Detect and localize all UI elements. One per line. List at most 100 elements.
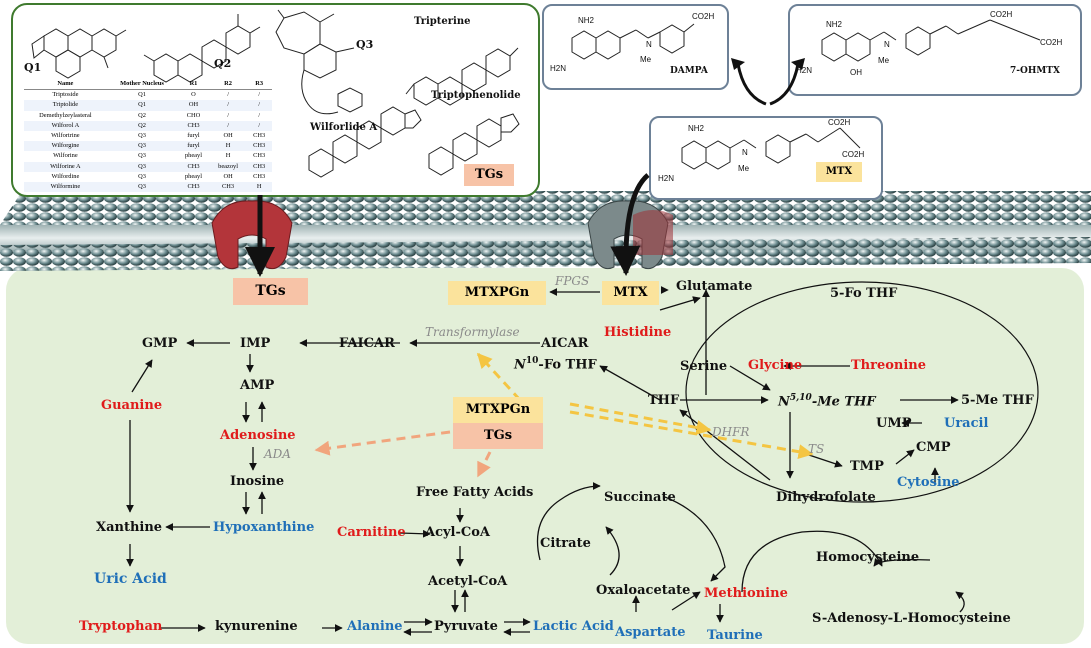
tg-table-header-cell: R1 xyxy=(177,79,210,91)
adenosine-label: Adenosine xyxy=(220,428,296,443)
tg-table-cell: / xyxy=(227,91,229,99)
tg-table-cell: Q3 xyxy=(138,152,146,160)
dampa-nh2: NH2 xyxy=(578,16,595,25)
q1-label: Q1 xyxy=(24,61,42,74)
lactic-label: Lactic Acid xyxy=(533,619,614,634)
tg-table-cell: furyl xyxy=(187,132,200,140)
q3-label: Q3 xyxy=(356,38,374,51)
cmp-label: CMP xyxy=(916,440,951,455)
transformylase-label: Transformylase xyxy=(425,325,520,339)
mtx-co2h-b: CO2H xyxy=(842,150,865,159)
ada-label: ADA xyxy=(264,447,291,461)
tg-table-cell: CH3 xyxy=(253,152,266,160)
thf-label: THF xyxy=(648,393,680,408)
carnitine-label: Carnitine xyxy=(337,525,406,540)
tmp-label: TMP xyxy=(850,459,884,474)
serine-label: Serine xyxy=(680,359,728,374)
dampa-me: Me xyxy=(640,55,652,64)
tgs-center-chip: TGs xyxy=(453,423,543,449)
tripterine-label: Tripterine xyxy=(414,16,471,27)
ohmtx-co2h-a: CO2H xyxy=(990,10,1013,19)
tg-table-cell: CHO xyxy=(186,111,201,119)
mtx-molecule-sketches xyxy=(571,19,1041,170)
tg-table-cell: H xyxy=(246,181,272,193)
dhfr-label: DHFR xyxy=(712,425,750,439)
pyruvate-label: Pyruvate xyxy=(434,619,498,634)
ohmtx-co2h-b: CO2H xyxy=(1040,38,1063,47)
tg-table-header-cell: Mother Nucleus xyxy=(106,79,178,91)
aspartate-label: Aspartate xyxy=(615,625,686,640)
dampa-box xyxy=(542,4,729,90)
guanine-label: Guanine xyxy=(101,398,163,413)
threonine-label: Threonine xyxy=(851,358,927,373)
tg-table-cell: CH3 xyxy=(246,161,272,172)
alanine-label: Alanine xyxy=(347,619,403,634)
ohmtx-label: 7-OHMTX xyxy=(1010,66,1060,76)
tg-table-cell: / xyxy=(209,100,247,111)
ohmtx-me: Me xyxy=(878,56,890,65)
me5-label: 5-Me THF xyxy=(961,393,1034,408)
kynurenine-label: kynurenine xyxy=(215,619,298,634)
tg-table-cell: CH3 xyxy=(253,172,266,180)
tg-table-cell: CH3 xyxy=(177,161,210,172)
tg-table-cell: furyl xyxy=(177,141,210,152)
tg-table-cell: / xyxy=(246,120,272,131)
glycine-label: Glycine xyxy=(748,358,803,373)
inosine-label: Inosine xyxy=(230,474,285,489)
tg-table-cell: Wilforol A xyxy=(24,120,107,131)
tg-table-cell: Q3 xyxy=(106,161,178,172)
tg-table-cell: CH3 xyxy=(177,181,210,193)
ffa-label: Free Fatty Acids xyxy=(416,485,534,500)
dampa-h2n: H2N xyxy=(550,64,567,73)
mtx-badge: MTX xyxy=(816,162,862,182)
tg-table-cell: Wilfortrine xyxy=(51,132,80,140)
mtx-n: N xyxy=(742,148,748,157)
tgs-panel-badge: TGs xyxy=(464,164,514,186)
imp-label: IMP xyxy=(240,336,271,351)
tg-table-cell: Wilforine A xyxy=(24,161,107,172)
n10-label: N10-Fo THF xyxy=(514,356,597,373)
tg-table-cell: OH xyxy=(177,100,210,111)
ohmtx-nh2: NH2 xyxy=(826,20,843,29)
tg-table-cell: Q3 xyxy=(106,181,178,193)
aicar-label: AICAR xyxy=(541,336,589,351)
oxaloacetate-label: Oxaloacetate xyxy=(596,583,691,598)
citrate-label: Citrate xyxy=(540,536,591,551)
acylcoa-label: Acyl-CoA xyxy=(425,525,490,540)
cytosine-label: Cytosine xyxy=(897,475,960,490)
tgs-membrane-chip: TGs xyxy=(233,278,308,305)
gmp-label: GMP xyxy=(142,336,178,351)
tg-table-cell: Q3 xyxy=(138,132,146,140)
tg-table-cell: / xyxy=(258,111,261,119)
homocysteine-label: Homocysteine xyxy=(816,550,920,565)
tg-table-cell: / xyxy=(227,111,229,119)
ohmtx-oh: OH xyxy=(850,68,862,77)
faicar-label: FAICAR xyxy=(339,336,395,351)
ts-label: TS xyxy=(808,442,825,456)
tg-table-cell: OH xyxy=(223,172,233,180)
dampa-co2h: CO2H xyxy=(692,12,715,21)
tg-table-cell: Triptoside xyxy=(52,91,79,99)
tg-table-cell: Q1 xyxy=(106,100,178,111)
wilforlide-label: Wilforlide A xyxy=(310,122,378,133)
metabolism-background xyxy=(6,268,1084,644)
ohmtx-h2n: H2N xyxy=(796,66,813,75)
mtx-co2h-a: CO2H xyxy=(828,118,851,127)
tg-table-cell: Wilformine xyxy=(24,181,107,193)
sah-label: S-Adenosy-L-Homocysteine xyxy=(812,611,1011,626)
taurine-label: Taurine xyxy=(707,628,763,643)
ump-label: UMP xyxy=(876,416,912,431)
tg-table-cell: Triptolide xyxy=(24,100,107,111)
mtxpgn-top-chip: MTXPGn xyxy=(448,281,546,305)
tg-table-cell: Wilforine xyxy=(53,152,78,160)
amp-label: AMP xyxy=(240,378,275,393)
tg-table-cell: pheayl xyxy=(184,172,202,180)
mtx-nh2: NH2 xyxy=(688,124,705,133)
